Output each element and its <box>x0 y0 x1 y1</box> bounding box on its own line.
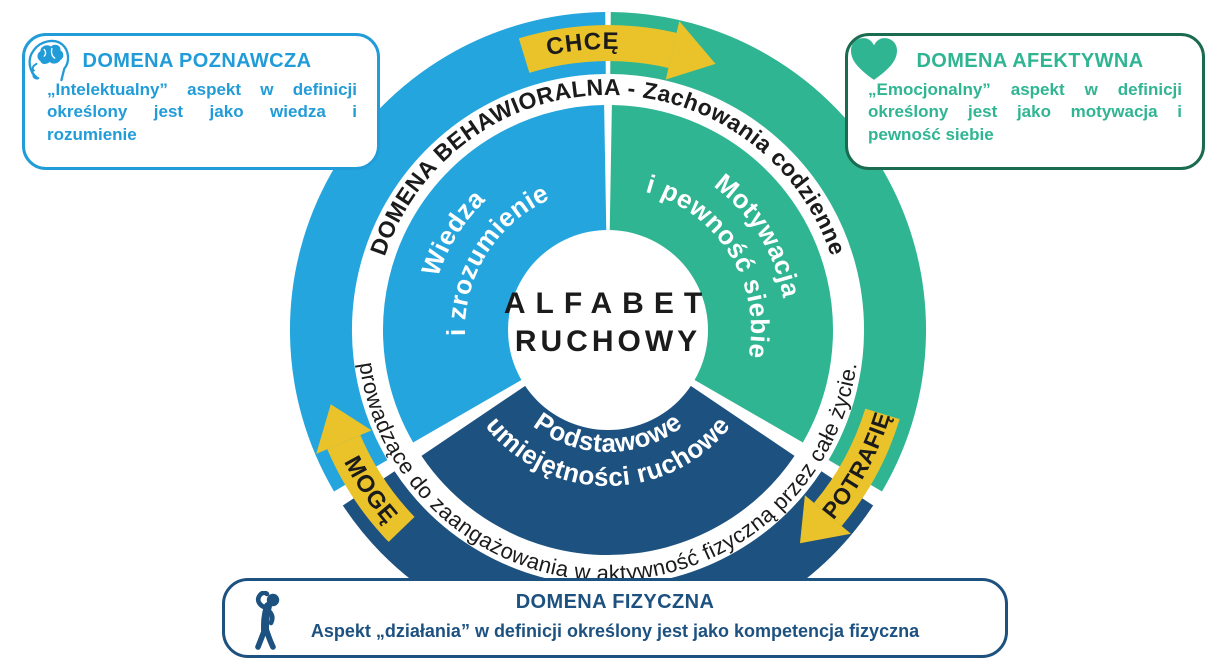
chce-arrow-band <box>518 25 677 73</box>
potrafie-arrow-band <box>813 408 900 527</box>
affective-domain-description: „Emocjonalny” aspekt w definicji określo… <box>868 80 1182 144</box>
center-hub <box>508 230 708 430</box>
moge-arrow-band <box>327 434 415 542</box>
chce-arrow: CHCĘ <box>518 21 716 80</box>
segment-cognitive <box>383 105 609 443</box>
affective-domain-callout: DOMENA AFEKTYWNA „Emocjonalny” aspekt w … <box>845 33 1205 170</box>
center-title-line2: RUCHOWY <box>515 325 701 358</box>
segment-physical <box>421 383 795 555</box>
chce-arrow-head <box>665 21 716 80</box>
physical-domain-title: DOMENA FIZYCZNA <box>515 591 715 613</box>
center-title-line1: ALFABET <box>504 287 712 320</box>
segment-affective <box>607 105 833 443</box>
outer-ring-cognitive-arc <box>289 12 606 492</box>
cognitive-domain-description: „Intelektualny” aspekt w definicji okreś… <box>47 80 357 144</box>
cognitive-domain-title: DOMENA POZNAWCZA <box>82 50 312 72</box>
physical-domain-description: Aspekt „działania” w definicji określony… <box>310 621 920 641</box>
cognitive-domain-callout: DOMENA POZNAWCZA „Intelektualny” aspekt … <box>22 33 380 170</box>
affective-domain-title: DOMENA AFEKTYWNA <box>916 50 1144 72</box>
physical-domain-callout: DOMENA FIZYCZNA Aspekt „działania” w def… <box>222 578 1008 658</box>
potrafie-arrow-head <box>800 495 851 544</box>
moge-arrow-head <box>316 404 372 454</box>
